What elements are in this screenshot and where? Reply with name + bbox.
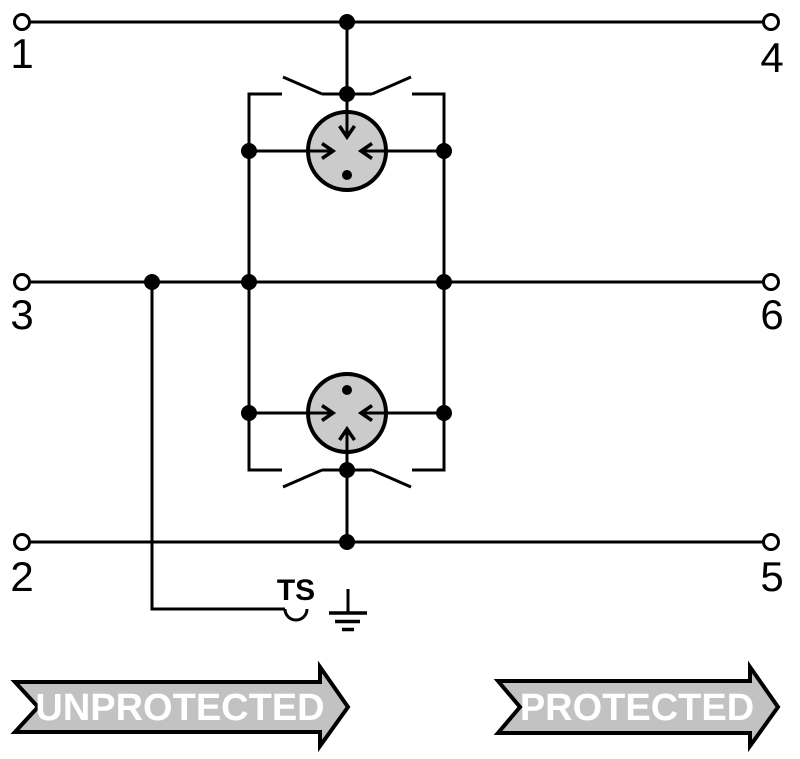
junction-dot	[241, 274, 257, 290]
junction-dot	[339, 86, 355, 102]
terminal-6-circle	[762, 273, 780, 291]
lower-gdt-left-arrow-icon	[321, 404, 337, 422]
junction-dot	[339, 14, 355, 30]
junction-dot	[339, 462, 355, 478]
terminal-5-label: 5	[760, 553, 783, 600]
terminal-2-circle	[13, 533, 31, 551]
upper-spark-gap-left-blade	[282, 75, 323, 96]
junction-dot	[241, 143, 257, 159]
terminal-6-label: 6	[760, 291, 783, 338]
junction-dot	[436, 143, 452, 159]
junction-dot	[436, 274, 452, 290]
lower-spark-gap-left-blade	[282, 468, 323, 489]
terminal-3-label: 3	[10, 291, 33, 338]
terminal-1-label: 1	[10, 30, 33, 77]
ts-socket-icon	[283, 608, 309, 622]
earth-ground-icon	[329, 589, 367, 632]
protected-flow-arrow: PROTECTED	[493, 660, 781, 753]
terminal-2-label: 2	[10, 553, 33, 600]
junction-dot	[241, 405, 257, 421]
lower-gdt-bottom-arrow-icon	[338, 425, 356, 441]
ts-branch	[150, 282, 309, 622]
lower-gdt-inner-dot	[342, 385, 352, 395]
protected-arrow-shape	[493, 660, 781, 753]
terminal-3-circle	[13, 273, 31, 291]
upper-gdt-inner-dot	[342, 170, 352, 180]
terminal-1-circle	[13, 13, 31, 31]
upper-gdt-left-arrow-icon	[321, 142, 337, 160]
unprotected-arrow-shape	[10, 660, 351, 753]
terminal-4-circle	[762, 13, 780, 31]
upper-gdt-right-arrow-icon	[357, 142, 373, 160]
ts-branch-wire	[150, 282, 285, 611]
unprotected-flow-arrow: UNPROTECTED	[10, 660, 351, 753]
junction-dots	[144, 14, 452, 550]
terminal-5-circle	[762, 533, 780, 551]
upper-gdt-top-arrow-icon	[338, 125, 356, 141]
junction-dot	[144, 274, 160, 290]
unprotected-arrow-label: UNPROTECTED	[35, 687, 324, 729]
upper-gdt-electrodes	[249, 94, 444, 180]
terminal-circles	[13, 13, 780, 551]
ts-label: TS	[277, 574, 315, 607]
upper-spark-gap-right-blade	[371, 75, 412, 96]
junction-dot	[436, 405, 452, 421]
lower-spark-gap-right-blade	[371, 468, 412, 489]
junction-dot	[339, 534, 355, 550]
protected-arrow-label: PROTECTED	[520, 687, 754, 729]
terminal-4-label: 4	[760, 34, 783, 81]
lower-gdt-right-arrow-icon	[357, 404, 373, 422]
